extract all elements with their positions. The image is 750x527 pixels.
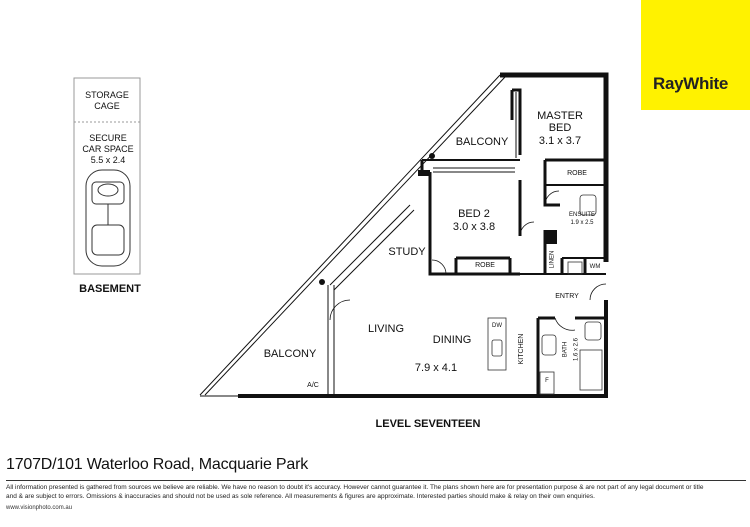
storage-cage-label: STORAGE CAGE xyxy=(85,90,129,111)
interior-walls xyxy=(327,88,606,396)
robe-master-label: ROBE xyxy=(567,170,587,177)
basement-title: BASEMENT xyxy=(79,283,141,295)
bath-label: BATH xyxy=(562,341,569,358)
master-bed-size: 3.1 x 3.7 xyxy=(538,135,582,147)
disclaimer-text: All information presented is gathered fr… xyxy=(6,484,704,500)
entry-label: ENTRY xyxy=(555,293,579,300)
column-block xyxy=(545,230,557,244)
bed2-size: 3.0 x 3.8 xyxy=(452,221,496,233)
downpipe-dot xyxy=(319,279,325,285)
footer-divider xyxy=(6,480,746,481)
bath-size: 1.6 x 2.6 xyxy=(573,338,580,362)
kitchen-label: KITCHEN xyxy=(518,333,525,365)
ac-label: A/C xyxy=(307,382,319,389)
master-bed-label: MASTER BED xyxy=(537,110,583,134)
window-lines xyxy=(329,92,517,291)
car-space-label: SECURE CAR SPACE xyxy=(82,133,134,154)
brand-logo: RayWhite xyxy=(641,0,750,110)
fridge-label: F xyxy=(545,378,549,384)
balcony-bottom-label: BALCONY xyxy=(263,348,317,360)
website-link[interactable]: www.visionphoto.com.au xyxy=(6,505,73,511)
ensuite-size: 1.9 x 2.5 xyxy=(570,220,594,226)
car-space-size: 5.5 x 2.4 xyxy=(90,155,126,165)
floor-plan xyxy=(73,72,609,398)
dw-label: DW xyxy=(492,323,502,329)
living-label: LIVING xyxy=(367,323,405,335)
living-dining-size: 7.9 x 4.1 xyxy=(414,362,458,374)
dining-label: DINING xyxy=(432,334,472,346)
car-icon xyxy=(85,169,131,267)
study-label: STUDY xyxy=(388,246,426,258)
ensuite-label: ENSUITE xyxy=(568,212,595,218)
balcony-top-label: BALCONY xyxy=(455,136,509,148)
basement-outline xyxy=(73,77,141,275)
downpipe-dot xyxy=(429,153,435,159)
wm-label: WM xyxy=(589,264,601,270)
fixtures xyxy=(487,194,603,395)
column-block xyxy=(418,170,430,176)
brand-logo-text: RayWhite xyxy=(653,74,729,93)
outer-walls xyxy=(199,72,609,398)
property-address: 1707D/101 Waterloo Road, Macquarie Park xyxy=(6,456,308,473)
bed2-label: BED 2 xyxy=(458,208,490,220)
level-title: LEVEL SEVENTEEN xyxy=(375,418,481,430)
linen-label: LINEN xyxy=(549,250,556,269)
robe-bed2-label: ROBE xyxy=(475,262,495,269)
door-swings xyxy=(329,190,607,331)
